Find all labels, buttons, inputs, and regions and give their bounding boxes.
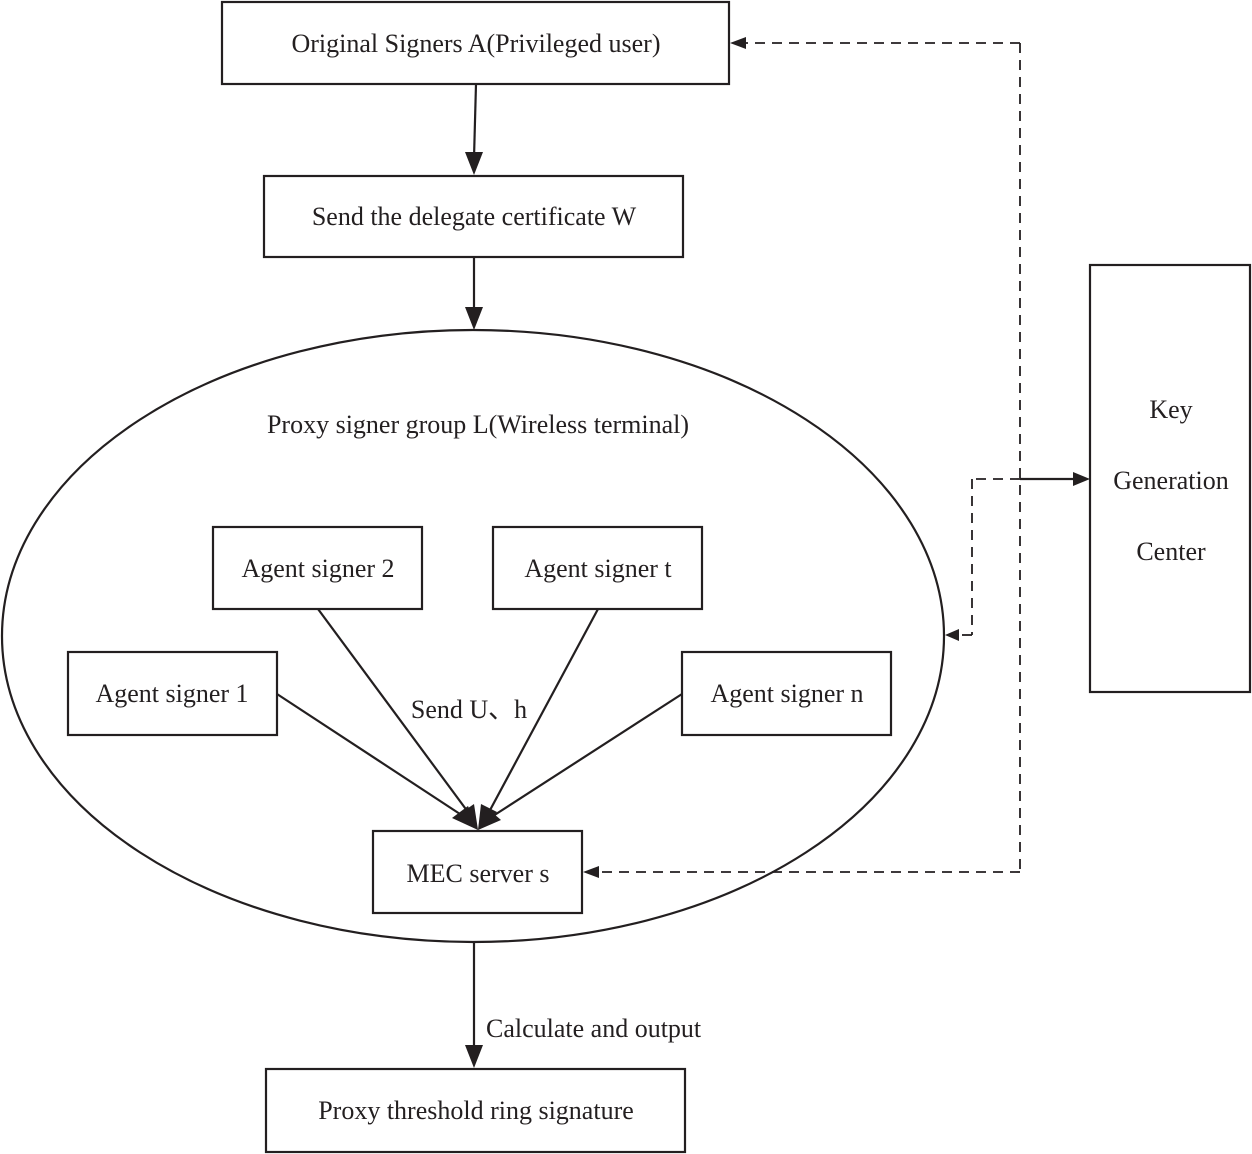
kgc-label-line1: Key [1149,395,1192,424]
edge-original-to-delegate [465,83,483,175]
agent-signer-1-node: Agent signer 1 [66,650,279,737]
kgc-label-line2: Generation [1113,466,1229,495]
agent-signer-1-label: Agent signer 1 [95,679,248,708]
agent-signer-n-node: Agent signer n [680,650,893,737]
agent-signer-t-node: Agent signer t [491,525,704,611]
mec-server-node: MEC server s [371,829,584,915]
original-signers-node: Original Signers A(Privileged user) [220,0,731,86]
agent-signer-n-label: Agent signer n [710,679,863,708]
send-u-h-label: Send U、h [411,695,527,724]
edge-delegate-to-group [465,257,483,330]
proxy-group-label: Proxy signer group L(Wireless terminal) [267,410,689,439]
output-signature-node: Proxy threshold ring signature [264,1067,687,1154]
edge-agent-2-to-mec [317,608,469,813]
kgc-connections [583,37,1090,878]
edge-agent-1-to-mec [276,693,464,817]
mec-server-label: MEC server s [407,859,550,888]
calculate-output-label: Calculate and output [486,1014,702,1043]
output-signature-label: Proxy threshold ring signature [318,1096,634,1125]
edge-mec-to-output [465,942,483,1068]
arrowheads-into-mec [452,804,501,830]
delegate-certificate-label: Send the delegate certificate W [312,202,637,231]
original-signers-label: Original Signers A(Privileged user) [292,29,661,58]
edge-agent-t-to-mec [488,608,599,813]
agent-signer-2-node: Agent signer 2 [211,525,424,611]
key-generation-center-node: Key Generation Center [1088,263,1252,694]
delegate-certificate-node: Send the delegate certificate W [262,174,685,259]
agent-signer-2-label: Agent signer 2 [241,554,394,583]
kgc-label-line3: Center [1136,537,1206,566]
agent-signer-t-label: Agent signer t [524,554,672,583]
edge-agent-n-to-mec [492,693,683,817]
